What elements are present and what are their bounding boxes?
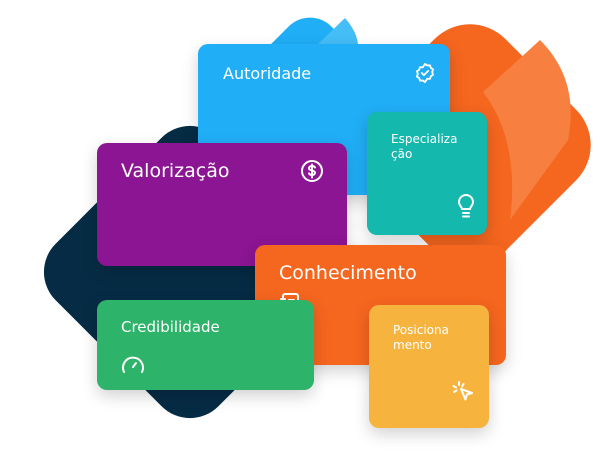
- gauge-icon: [122, 356, 144, 373]
- lightbulb-icon: [457, 194, 475, 218]
- badge-check-icon: [416, 62, 434, 84]
- card-posicionamento: Posiciona mento: [369, 305, 489, 428]
- card-title: Autoridade: [223, 64, 312, 83]
- card-title: Valorização: [121, 160, 230, 182]
- card-credibilidade: Credibilidade: [97, 300, 314, 390]
- card-title: Especializa ção: [391, 132, 458, 161]
- dollar-circle-icon: [301, 160, 323, 182]
- card-especializacao: Especializa ção: [367, 112, 487, 235]
- card-title: Credibilidade: [121, 318, 220, 336]
- card-title: Posiciona mento: [393, 323, 449, 352]
- cursor-click-icon: [452, 381, 473, 401]
- card-title: Conhecimento: [279, 262, 417, 284]
